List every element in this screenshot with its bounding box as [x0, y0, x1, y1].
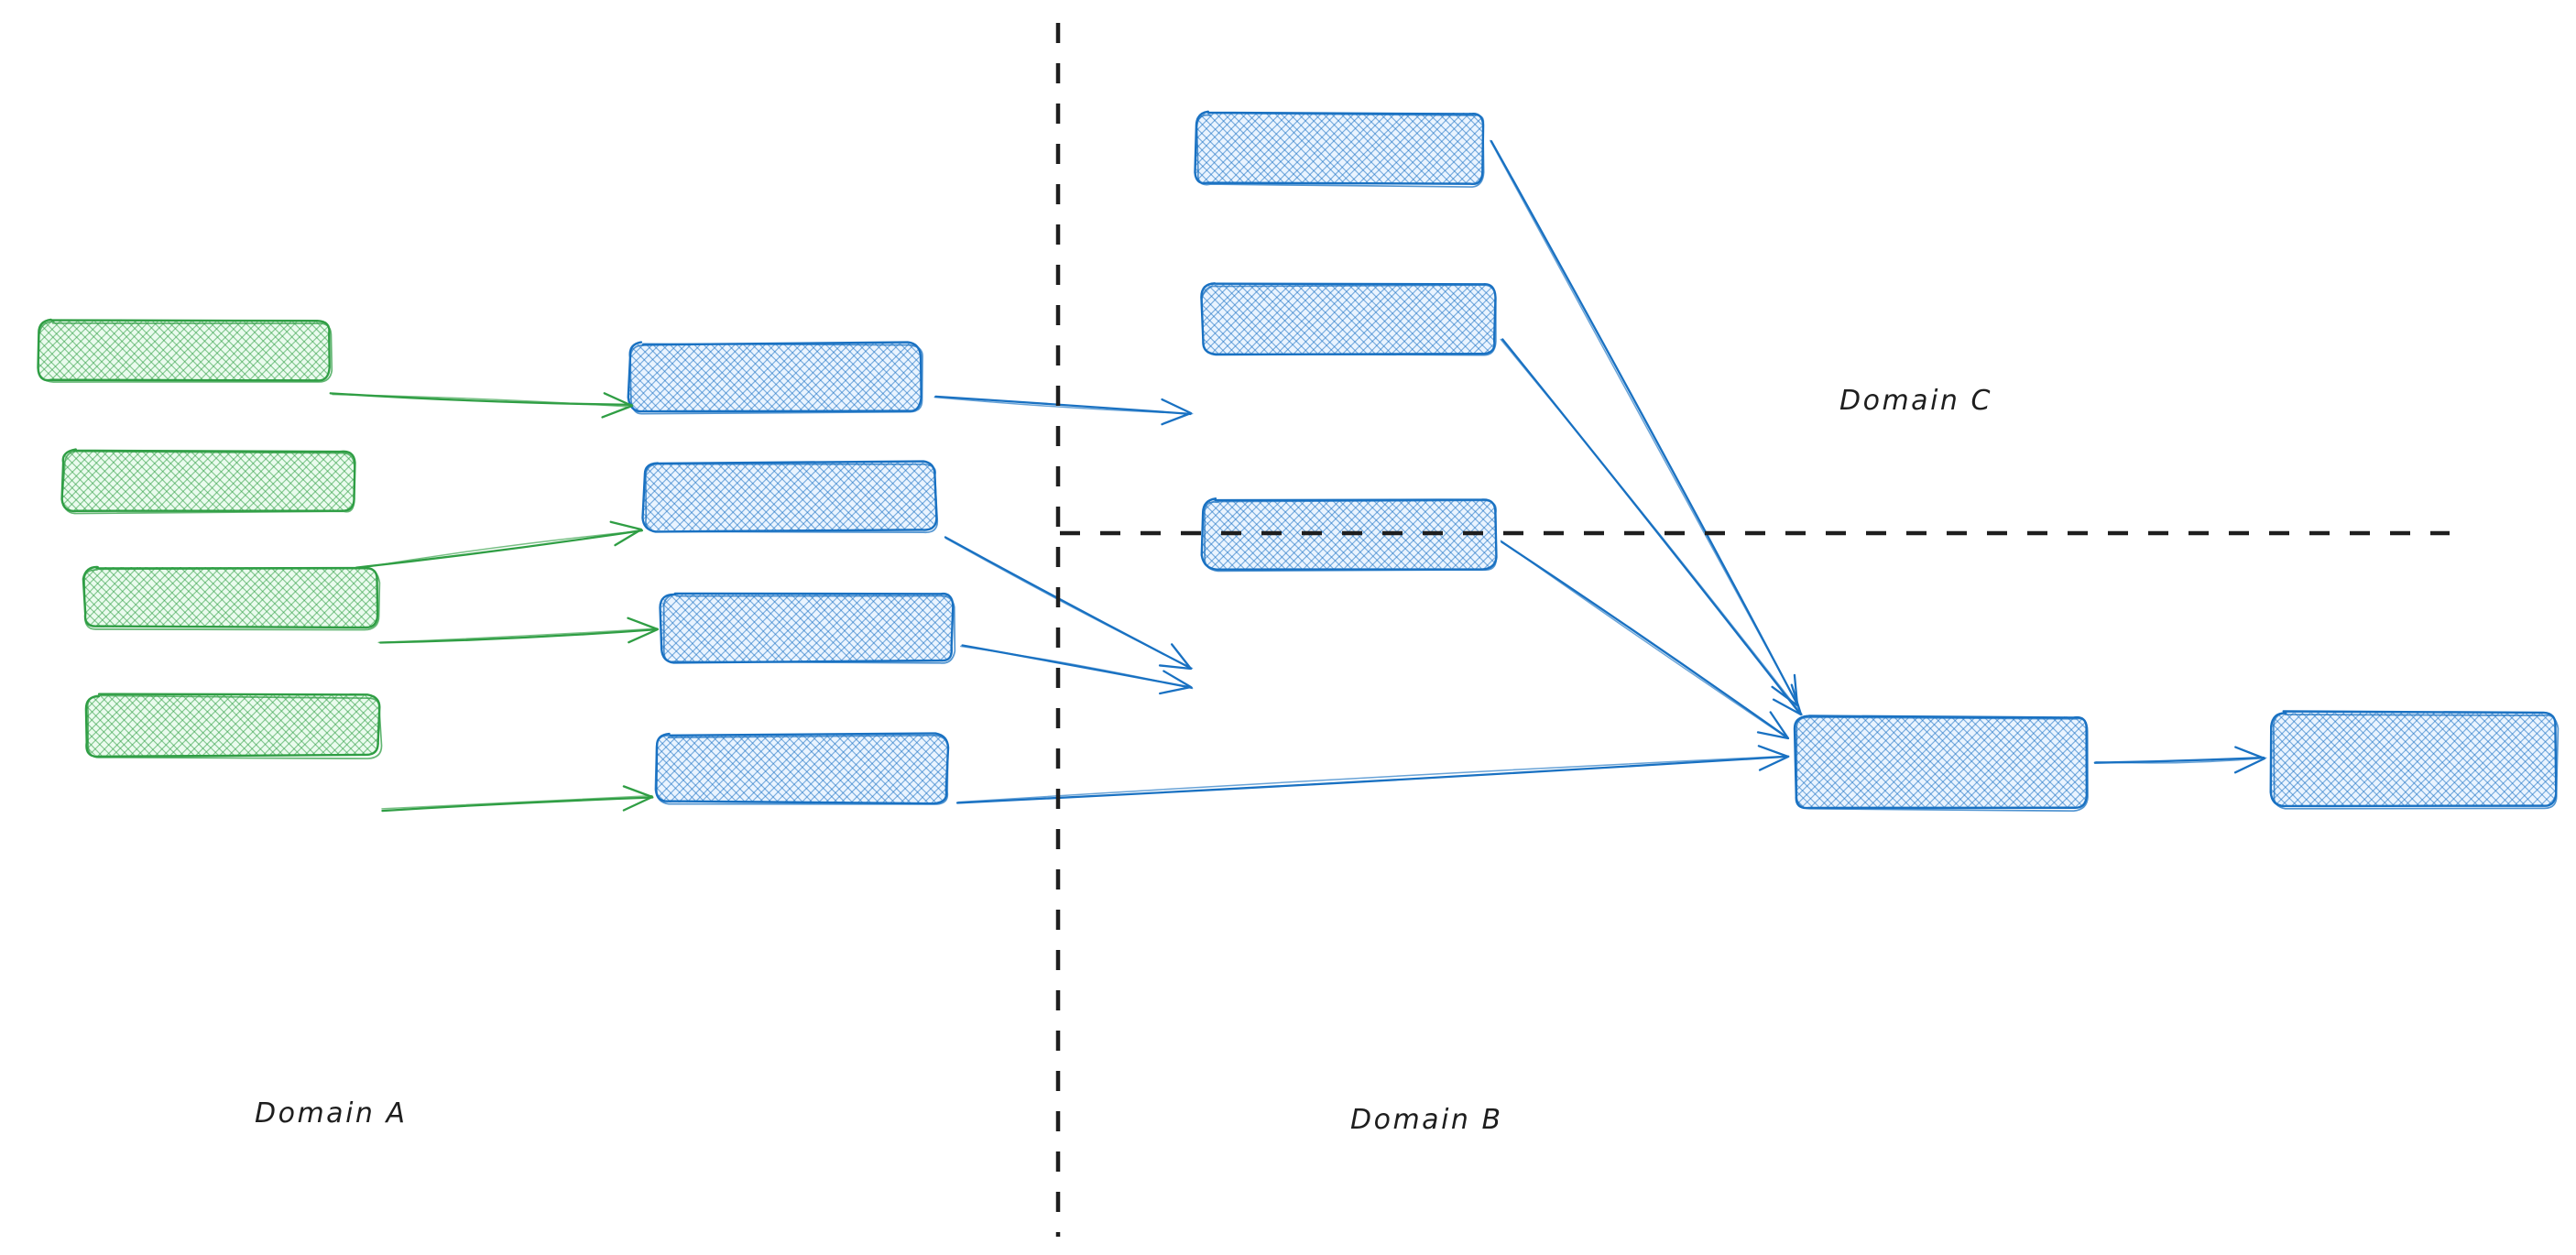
node-a3[interactable] — [0, 565, 437, 631]
edge-e-a3-m3[interactable] — [377, 617, 660, 644]
edge-e-a4-m4[interactable] — [381, 785, 654, 813]
divider-layer — [1055, 23, 2450, 1237]
node-m4[interactable] — [521, 732, 1010, 805]
node-m2[interactable] — [508, 460, 999, 534]
node-a4[interactable] — [0, 693, 437, 759]
node-m1[interactable] — [494, 341, 984, 415]
edge-e-b1-c1[interactable] — [1490, 139, 1800, 708]
edge-e-m2-c0[interactable] — [944, 536, 1194, 671]
node-c2[interactable] — [2086, 710, 2576, 810]
edge-e-m1-b2[interactable] — [933, 395, 1194, 426]
node-a1[interactable] — [0, 318, 385, 383]
edge-e-c1-c2[interactable] — [2093, 746, 2267, 774]
node-c1[interactable] — [1612, 715, 2174, 813]
edge-e-m4-c1[interactable] — [955, 745, 1790, 804]
node-a2[interactable] — [0, 448, 408, 515]
node-b2[interactable] — [1063, 282, 1561, 356]
edge-layer — [329, 139, 2267, 813]
node-layer — [0, 110, 2576, 813]
node-m3[interactable] — [526, 592, 1016, 664]
edge-e-m3-c0[interactable] — [960, 644, 1194, 695]
edge-e-b2-c1[interactable] — [1500, 338, 1803, 716]
edge-e-a1-m1[interactable] — [329, 392, 634, 419]
domain-label-domain-a: Domain A — [255, 1097, 408, 1130]
domain-label-domain-b: Domain B — [1350, 1104, 1503, 1136]
domain-label-domain-c: Domain C — [1839, 385, 1992, 417]
node-b1[interactable] — [1053, 110, 1554, 188]
edge-e-a2-m2[interactable] — [355, 520, 644, 570]
edge-e-b3-c1[interactable] — [1500, 540, 1790, 740]
